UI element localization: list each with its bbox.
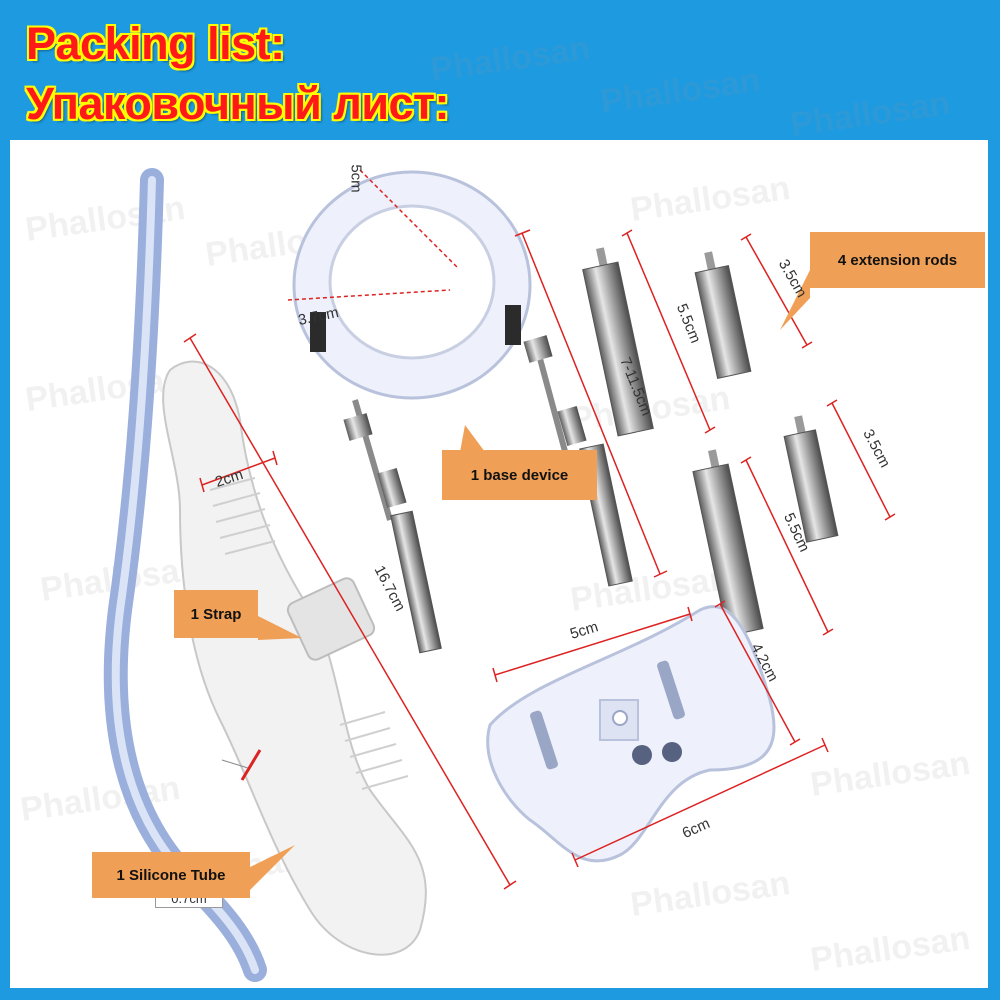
content-panel: Phallosan Phallosan Phallosan Phallosan … — [10, 29, 988, 988]
base-device-callout: 1 base device — [442, 450, 597, 500]
callout-arrows — [248, 270, 810, 892]
silicone-tube-callout: 1 Silicone Tube — [92, 852, 250, 898]
strap-callout: 1 Strap — [174, 590, 258, 638]
extension-rods — [582, 247, 839, 637]
title-english: Packing list: — [26, 18, 285, 69]
header-banner: Packing list: Упаковочный лист: — [0, 0, 1000, 140]
extension-rods-callout: 4 extension rods — [810, 232, 985, 288]
strap — [162, 360, 427, 956]
ring-height-label: 5cm — [347, 164, 365, 193]
product-illustration — [103, 168, 896, 982]
dimension-lines — [183, 169, 896, 890]
plate — [486, 605, 776, 863]
title-russian: Упаковочный лист: — [26, 78, 450, 129]
base-device — [292, 170, 633, 654]
